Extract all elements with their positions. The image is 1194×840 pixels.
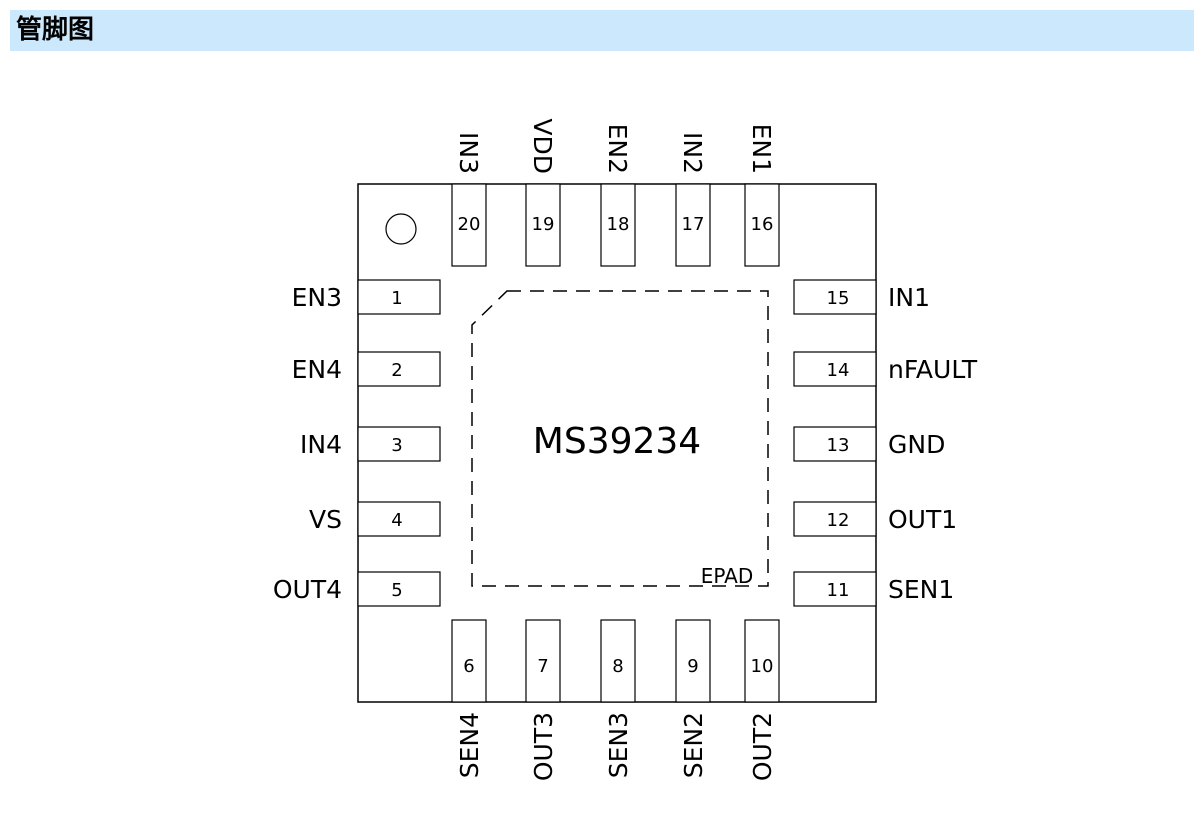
pin-7-label: OUT3 [529, 712, 558, 781]
pin-2-label: EN4 [292, 355, 342, 384]
pin-10-pad [744, 619, 780, 703]
pin-7-number: 7 [537, 656, 548, 677]
pin-19-pad [525, 183, 561, 267]
pin-20-pad [451, 183, 487, 267]
pin-5-pad [357, 571, 441, 607]
pin-3-pad [357, 426, 441, 462]
epad-label: EPAD [701, 564, 754, 588]
pin-4-label: VS [309, 505, 342, 534]
pin-6-pad [451, 619, 487, 703]
pin-2-pad [357, 351, 441, 387]
pin-10-label: OUT2 [748, 712, 777, 781]
chip-name: MS39234 [533, 421, 701, 462]
pin-17-label: IN2 [678, 132, 707, 174]
pin-6-label: SEN4 [455, 712, 484, 778]
pin-14-pad [793, 351, 877, 387]
pin-4-pad [357, 501, 441, 537]
pin-16-pad [744, 183, 780, 267]
pin-9-label: SEN2 [679, 712, 708, 778]
pin-15-label: IN1 [888, 283, 930, 312]
pin-8-number: 8 [612, 656, 623, 677]
pin-7-pad [525, 619, 561, 703]
pin-19-number: 19 [532, 214, 555, 235]
pin-1-number: 1 [391, 288, 402, 309]
pin-14-label: nFAULT [888, 355, 978, 384]
pin-11-pad [793, 571, 877, 607]
pin-6-number: 6 [463, 656, 474, 677]
pin-1-pad [357, 279, 441, 315]
pin-20-label: IN3 [454, 132, 483, 174]
pin-12-number: 12 [827, 510, 850, 531]
pin-18-number: 18 [607, 214, 630, 235]
pin-2-number: 2 [391, 360, 402, 381]
pin-4-number: 4 [391, 510, 402, 531]
pin-5-number: 5 [391, 580, 402, 601]
pin-3-label: IN4 [300, 430, 342, 459]
pin-18-pad [600, 183, 636, 267]
pin-16-number: 16 [751, 214, 774, 235]
pin-13-pad [793, 426, 877, 462]
pin-12-pad [793, 501, 877, 537]
pin-18-label: EN2 [603, 124, 632, 174]
pin-9-number: 9 [687, 656, 698, 677]
pin-13-number: 13 [827, 435, 850, 456]
page-title: 管脚图 [16, 15, 95, 45]
chip-body [357, 183, 877, 703]
pin-17-number: 17 [682, 214, 705, 235]
pin-20-number: 20 [458, 214, 481, 235]
pin-16-label: EN1 [747, 124, 776, 174]
header-bar: 管脚图 [10, 10, 1194, 51]
pin-11-number: 11 [827, 580, 850, 601]
pin-19-label: VDD [528, 118, 557, 174]
pin-15-pad [793, 279, 877, 315]
pin-8-label: SEN3 [604, 712, 633, 778]
pin-17-pad [675, 183, 711, 267]
pin-12-label: OUT1 [888, 505, 957, 534]
epad-outline [471, 290, 769, 587]
pin1-marker [385, 213, 417, 245]
pin-8-pad [600, 619, 636, 703]
pin-14-number: 14 [827, 360, 850, 381]
pin-9-pad [675, 619, 711, 703]
pin-1-label: EN3 [292, 283, 342, 312]
pin-13-label: GND [888, 430, 945, 459]
pin-3-number: 3 [391, 435, 402, 456]
pin-15-number: 15 [827, 288, 850, 309]
pin-5-label: OUT4 [273, 575, 342, 604]
pins-group: 1 EN3 2 EN4 3 IN4 4 VS 5 OUT4 11 SEN1 12 OUT1 13 GND 14 n… [273, 118, 978, 781]
pin-10-number: 10 [751, 656, 774, 677]
pin-11-label: SEN1 [888, 575, 954, 604]
